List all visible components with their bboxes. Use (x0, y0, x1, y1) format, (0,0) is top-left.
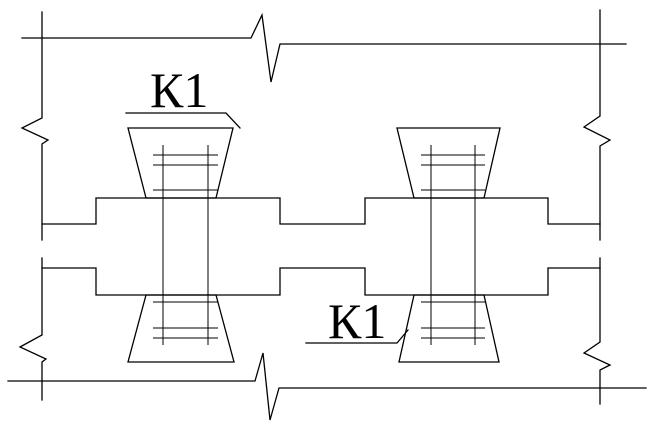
column-right-bottom-trapezoid (398, 294, 500, 363)
wall-outline-lower (41, 267, 601, 296)
leader-line-top-left (125, 112, 241, 129)
column-label-bottom-right: К1 (328, 293, 386, 349)
bottom-boundary-line (7, 352, 647, 421)
wall-outline-upper (41, 197, 601, 225)
left-wall-line-upper (20, 11, 50, 241)
column-label-top-left: К1 (150, 62, 208, 118)
right-wall-line-lower (582, 257, 612, 405)
column-left-top-trapezoid (127, 127, 234, 199)
column-left-bottom-trapezoid (127, 294, 235, 363)
leader-line-bottom-right (305, 329, 409, 344)
column-left-reinforcement (153, 145, 218, 345)
column-right-reinforcement (421, 145, 485, 345)
top-boundary-line (21, 12, 627, 83)
right-wall-line-upper (582, 9, 612, 241)
left-wall-line-lower (18, 257, 48, 401)
column-right-top-trapezoid (396, 127, 501, 199)
